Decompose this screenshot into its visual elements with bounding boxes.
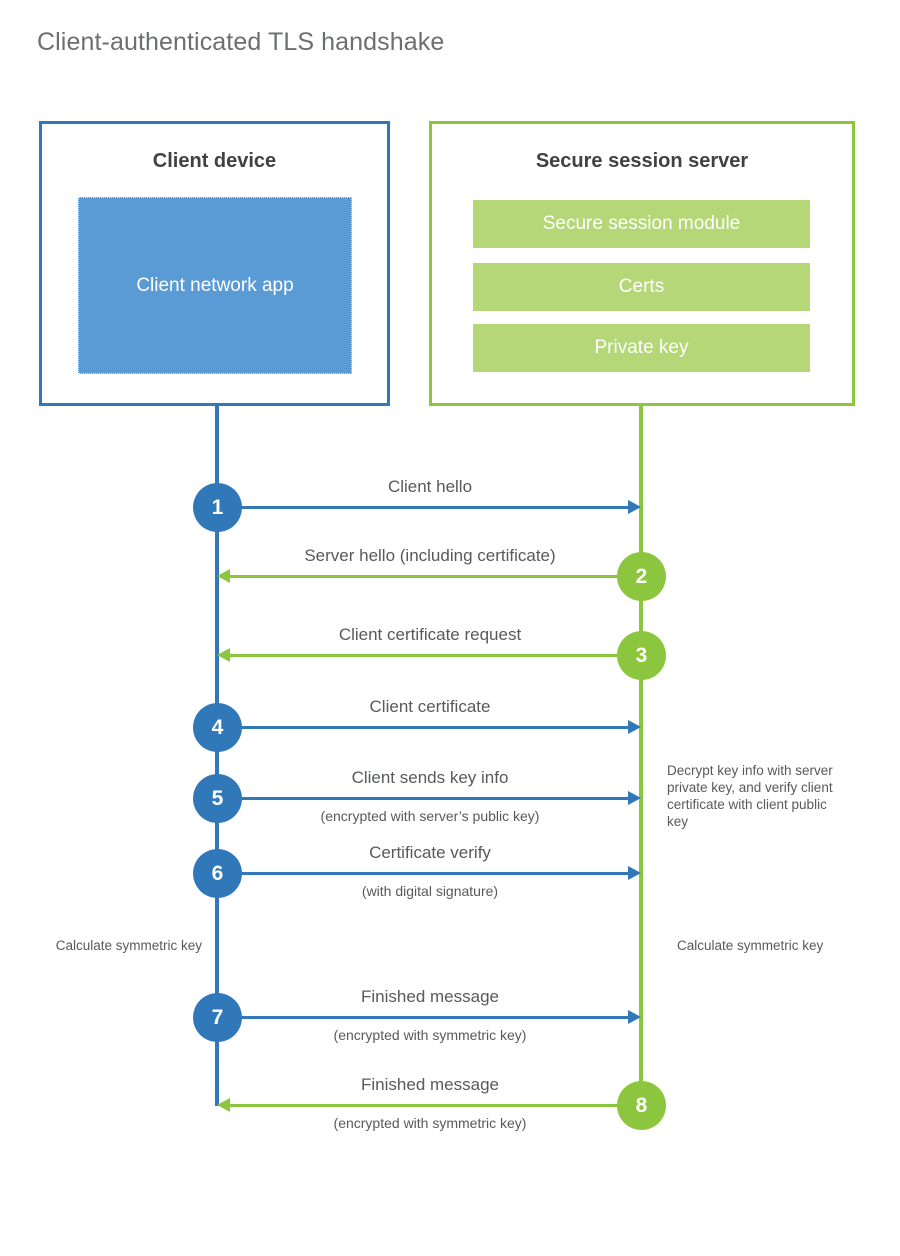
step-number: 4 bbox=[211, 715, 224, 739]
message-sublabel: (encrypted with server’s public key) bbox=[320, 808, 540, 824]
client-lifeline bbox=[215, 406, 219, 1106]
message-label: Server hello (including certificate) bbox=[304, 546, 556, 565]
step-number: 2 bbox=[635, 564, 648, 588]
message-sublabel: (encrypted with symmetric key) bbox=[333, 1115, 527, 1131]
message-label: Client sends key info bbox=[351, 768, 509, 787]
server-lifeline bbox=[639, 406, 643, 1106]
step-badge-7: 7 bbox=[193, 993, 242, 1042]
step-badge-2: 2 bbox=[617, 552, 666, 601]
secure-session-server-box: Secure session server Secure session mod… bbox=[429, 121, 855, 406]
step-badge-8: 8 bbox=[617, 1081, 666, 1130]
server-component-label: Certs bbox=[618, 276, 665, 297]
arrow-head-right-icon bbox=[628, 500, 641, 514]
step-badge-4: 4 bbox=[193, 703, 242, 752]
step-number: 8 bbox=[635, 1093, 648, 1117]
note-client-calculate-symmetric-key: Calculate symmetric key bbox=[55, 938, 202, 953]
message-label: Certificate verify bbox=[369, 843, 491, 862]
message-label: Client certificate request bbox=[338, 625, 522, 644]
message-line bbox=[225, 1104, 635, 1107]
message-label: Client certificate bbox=[369, 697, 491, 716]
arrow-head-left-icon bbox=[217, 1098, 230, 1112]
message-sublabel: (encrypted with symmetric key) bbox=[333, 1027, 527, 1043]
message-line bbox=[217, 1016, 631, 1019]
step-badge-6: 6 bbox=[193, 849, 242, 898]
server-component-label: Private key bbox=[594, 337, 689, 358]
server-component-private-key: Private key bbox=[473, 324, 810, 372]
message-line bbox=[217, 726, 631, 729]
arrow-head-right-icon bbox=[628, 791, 641, 805]
step-badge-1: 1 bbox=[193, 483, 242, 532]
message-line bbox=[217, 797, 631, 800]
client-device-box: Client device Client network app bbox=[39, 121, 390, 406]
note-server-decrypt: Decrypt key info with server private key… bbox=[667, 763, 833, 829]
server-component-label: Secure session module bbox=[542, 213, 741, 234]
arrow-head-right-icon bbox=[628, 1010, 641, 1024]
message-line bbox=[225, 575, 635, 578]
page-title: Client-authenticated TLS handshake bbox=[37, 28, 445, 56]
step-number: 7 bbox=[211, 1005, 224, 1029]
client-network-app-label: Client network app bbox=[136, 275, 294, 296]
note-server-calculate-symmetric-key: Calculate symmetric key bbox=[677, 938, 824, 953]
arrow-head-right-icon bbox=[628, 866, 641, 880]
arrow-head-left-icon bbox=[217, 648, 230, 662]
message-line bbox=[217, 506, 631, 509]
secure-session-server-title: Secure session server bbox=[535, 150, 749, 172]
message-label: Finished message bbox=[361, 987, 499, 1006]
step-number: 3 bbox=[635, 643, 648, 667]
client-network-app-block: Client network app bbox=[78, 197, 352, 374]
server-component-certs: Certs bbox=[473, 263, 810, 311]
client-device-title: Client device bbox=[152, 150, 277, 172]
message-line bbox=[225, 654, 635, 657]
message-label: Finished message bbox=[361, 1075, 499, 1094]
message-sublabel: (with digital signature) bbox=[361, 883, 499, 899]
step-number: 6 bbox=[211, 861, 224, 885]
step-badge-5: 5 bbox=[193, 774, 242, 823]
message-label: Client hello bbox=[387, 477, 473, 496]
message-line bbox=[217, 872, 631, 875]
step-number: 5 bbox=[211, 786, 224, 810]
arrow-head-right-icon bbox=[628, 720, 641, 734]
server-component-secure-session-module: Secure session module bbox=[473, 200, 810, 248]
arrow-head-left-icon bbox=[217, 569, 230, 583]
step-badge-3: 3 bbox=[617, 631, 666, 680]
step-number: 1 bbox=[211, 495, 224, 519]
